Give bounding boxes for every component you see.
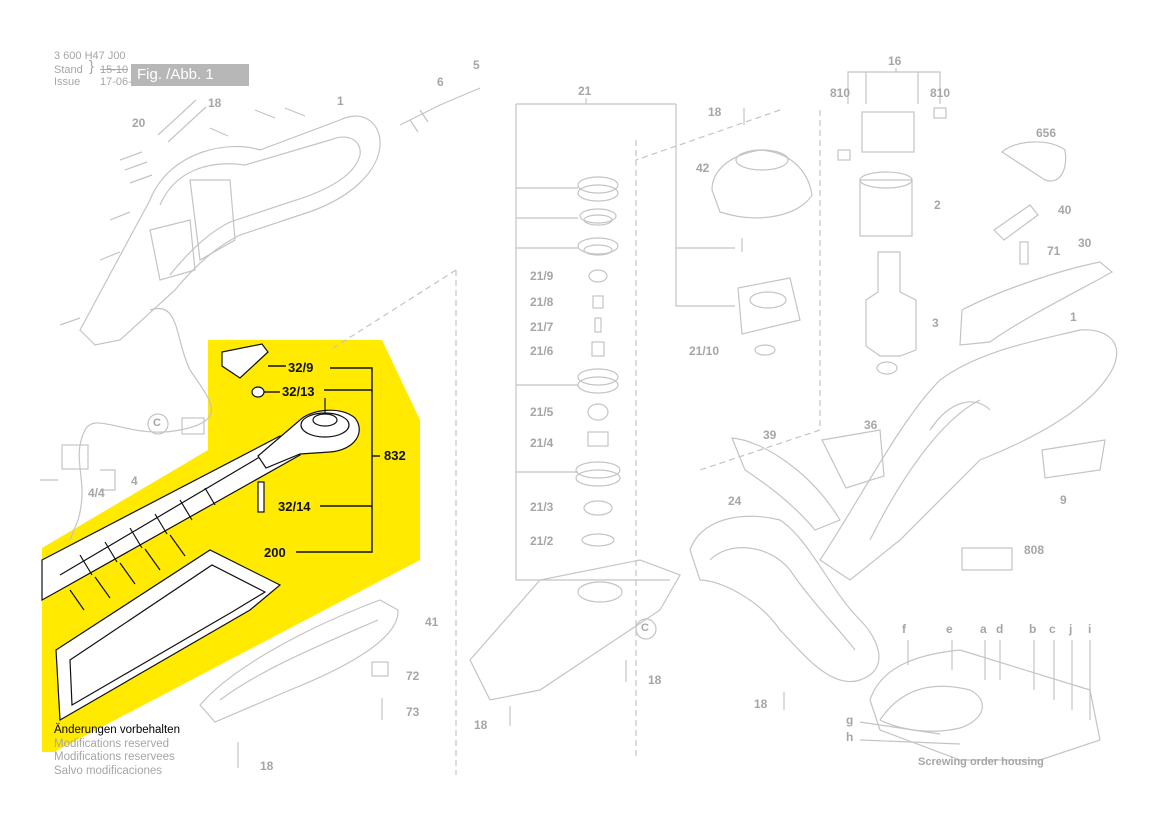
part-label-2: 2 [934,198,941,212]
part-label-72: 72 [406,669,420,683]
order-label-f: f [902,622,906,636]
part-label-18: 18 [648,673,662,687]
cable-4 [69,307,212,541]
order-label-h: h [846,730,854,744]
motor-stator-2 [859,179,913,237]
cutting-blade [41,435,302,602]
part-label-16: 16 [888,54,902,68]
blade-guard-200 [55,549,282,722]
guard-39 [731,437,841,531]
lower-cover-41 [199,599,399,723]
part-label-71: 71 [1047,244,1061,258]
stand-label: Stand [54,64,83,76]
part-label-21-6: 21/6 [530,344,554,358]
order-label-c: c [1049,622,1056,636]
part-label-21-3: 21/3 [530,500,554,514]
part-label-810: 810 [930,86,951,100]
part-label-808: 808 [1024,543,1045,557]
part-label-21-4: 21/4 [530,436,554,450]
note-line: Modifications reservees [54,751,175,763]
part-label-832: 832 [384,448,406,463]
part-label-21: 21 [578,84,592,98]
modification-notes: Änderungen vorbehalten Modifications res… [54,724,180,778]
note-line: Salvo modificaciones [54,764,163,777]
doc-number: 3 600 H47 J00 [54,50,126,62]
loop-handle-24 [689,515,880,683]
order-label-i: i [1088,622,1092,636]
part-label-32-13: 32/13 [282,384,315,399]
part-label-6: 6 [437,75,444,89]
brace-icon: } [89,58,95,75]
part-label-18: 18 [208,96,222,110]
order-label-j: j [1069,622,1073,636]
screwing-order-caption: Screwing order housing [918,756,1044,768]
cable-connector-5-6 [399,87,481,133]
note-line: Modifications reserved [54,737,170,750]
fan-42 [711,149,813,219]
part-label-18: 18 [260,759,274,773]
housing-screwing-order [869,649,1101,761]
part-label-21-2: 21/2 [530,534,554,548]
part-label-21-7: 21/7 [530,320,554,334]
order-label-b: b [1029,622,1037,636]
screws-left [59,99,306,326]
order-label-g: g [846,713,854,727]
order-label-d: d [996,622,1004,636]
part-label-73: 73 [406,705,420,719]
part-label-30: 30 [1078,236,1092,250]
part-label-21-9: 21/9 [530,269,554,283]
part-label-36: 36 [864,418,878,432]
gear-housing-base [469,559,681,701]
part-label-1: 1 [337,94,344,108]
gearbox-stack-21 [575,176,621,547]
part-label-4-4: 4/4 [88,486,105,500]
order-label-e: e [946,622,953,636]
part-label-3: 3 [932,316,939,330]
c-marker: C [641,622,649,634]
figure-label: Fig. /Abb. 1 [131,64,249,86]
part-label-41: 41 [425,615,439,629]
part-label-39: 39 [763,428,777,442]
part-label-810: 810 [830,86,851,100]
housing-shell-left [79,115,381,346]
part-label-42: 42 [696,161,710,175]
main-housing-right [819,329,1118,581]
part-label-40: 40 [1058,203,1072,217]
part-label-24: 24 [728,494,742,508]
part-label-5: 5 [473,58,480,72]
part-label-18: 18 [708,105,722,119]
note-line: Änderungen vorbehalten [54,724,180,736]
blade-clip-32-9 [221,343,269,379]
part-label-18: 18 [754,697,768,711]
part-label-1: 1 [1070,310,1077,324]
rear-handle-30 [959,261,1114,346]
bracket-832 [296,367,373,553]
part-label-4: 4 [131,474,138,488]
part-label-200: 200 [264,545,286,560]
part-label-21-10: 21/10 [689,344,720,358]
part-label-20: 20 [132,116,146,130]
part-label-656: 656 [1036,126,1057,140]
order-label-a: a [980,622,987,636]
c-marker: C [153,417,161,429]
issue-label: Issue [54,76,81,88]
cap-36 [821,429,885,489]
armature-3 [865,251,917,357]
part-label-32-14: 32/14 [278,499,311,514]
part-label-9: 9 [1060,493,1067,507]
part-label-32-9: 32/9 [288,360,314,375]
part-label-18: 18 [474,718,488,732]
bracket-21 [515,104,670,581]
stand-old: 15-10 [100,64,129,76]
part-label-21-8: 21/8 [530,295,554,309]
part-label-21-5: 21/5 [530,405,554,419]
